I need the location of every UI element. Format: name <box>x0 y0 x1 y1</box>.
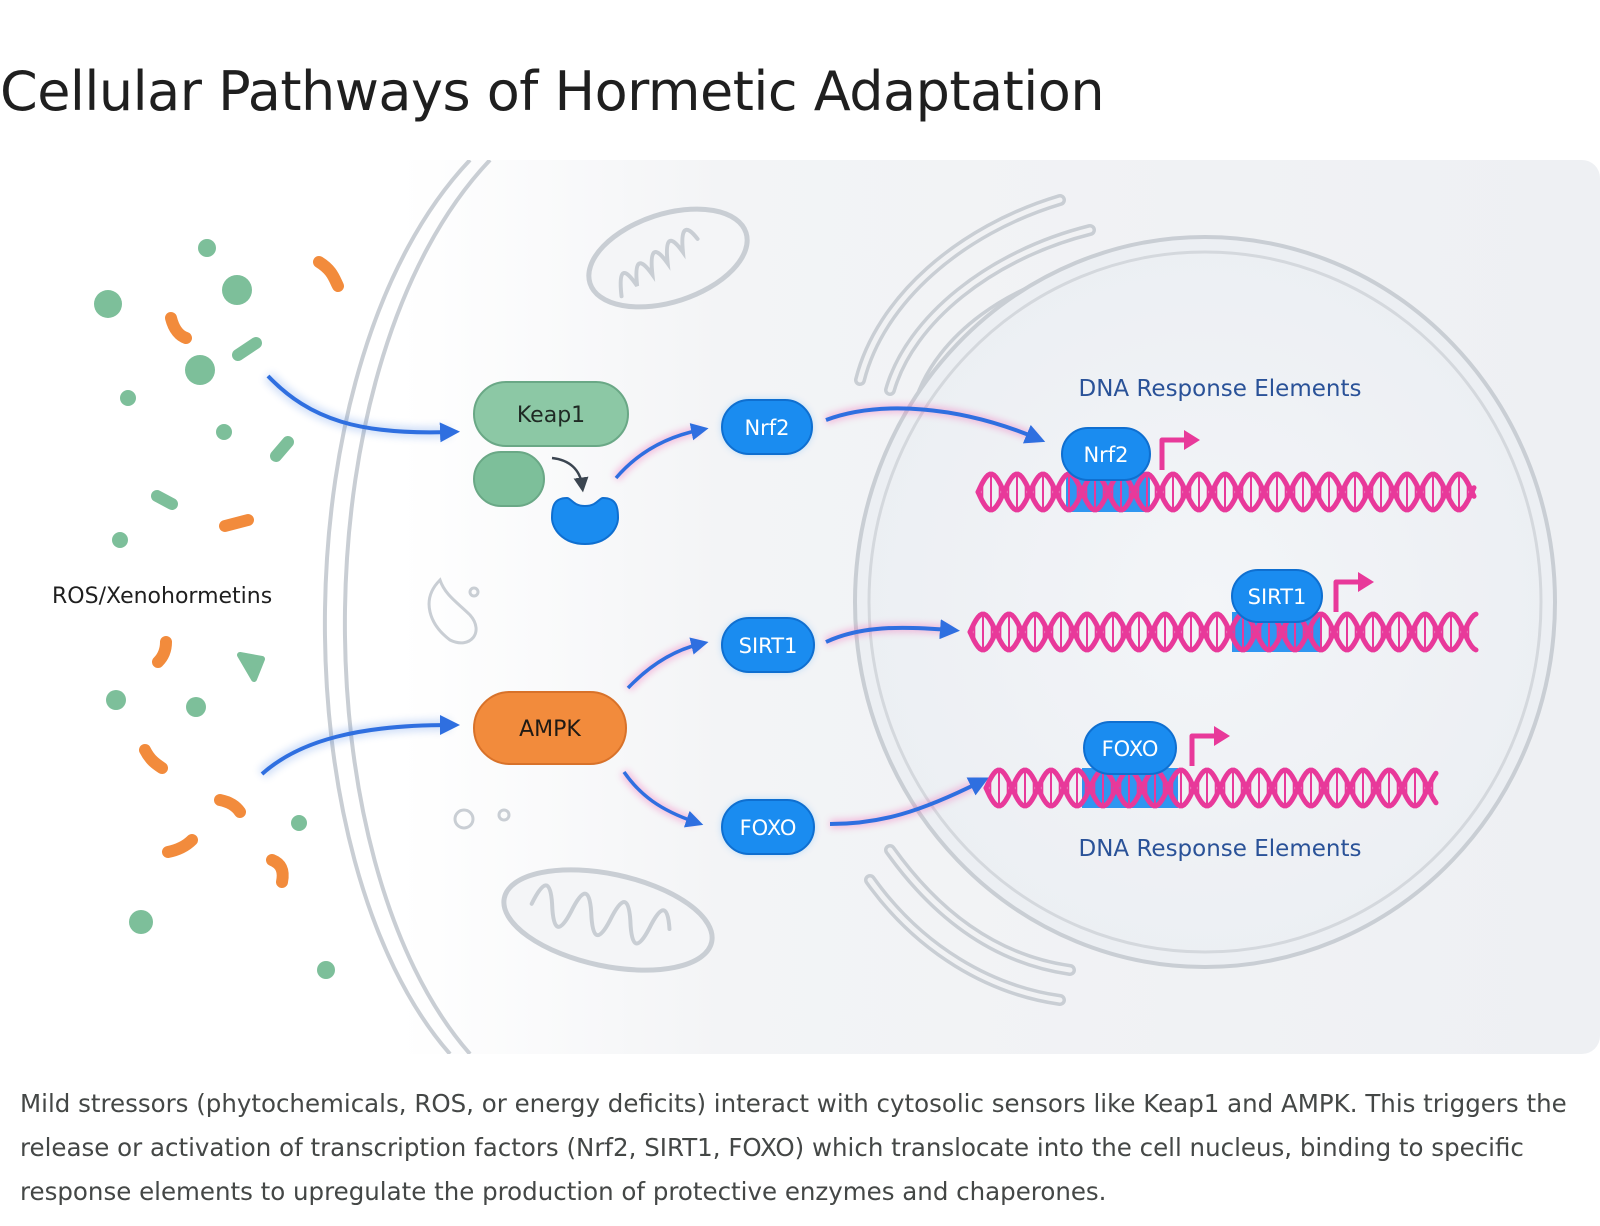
dna-response-elements-label-top: DNA Response Elements <box>1079 376 1362 402</box>
nrf2-factor: Nrf2 <box>721 399 813 455</box>
stressor-to-ampk-arrow <box>260 715 460 776</box>
pathway-diagram: Keap1 AMPK Nrf2 SIRT1 FOXO DNA Response <box>0 160 1600 1054</box>
bound-foxo-label: FOXO <box>1102 737 1159 761</box>
keap1-release-arrow <box>551 456 589 493</box>
ampk-to-foxo-arrow <box>622 771 704 828</box>
sirt1-to-dna-arrow <box>825 619 960 644</box>
foxo-to-dna-arrow <box>829 777 989 826</box>
stressor-molecules <box>94 239 344 979</box>
bound-nrf2-label: Nrf2 <box>1083 443 1128 467</box>
vesicle-icon <box>427 577 511 830</box>
cell-membrane <box>322 160 492 1054</box>
keap1-label: Keap1 <box>517 403 585 428</box>
ampk-label: AMPK <box>519 717 581 742</box>
ampk-sensor: AMPK <box>473 691 627 765</box>
keap1-to-nrf2-arrow <box>614 423 709 480</box>
stressor-to-keap1-arrow <box>266 374 460 443</box>
nrf2-to-dna-arrow <box>825 406 1046 444</box>
nrf2-label: Nrf2 <box>744 416 789 440</box>
sirt1-label: SIRT1 <box>739 634 798 658</box>
keap1-sensor: Keap1 <box>473 381 629 507</box>
bound-sirt1-label: SIRT1 <box>1248 585 1307 609</box>
bound-sirt1-factor: SIRT1 <box>1231 569 1323 623</box>
foxo-label: FOXO <box>740 816 797 840</box>
stressor-label: ROS/Xenohormetins <box>52 584 272 609</box>
ampk-to-sirt1-arrow <box>626 637 709 690</box>
bound-foxo-factor: FOXO <box>1083 721 1177 775</box>
figure-caption: Mild stressors (phytochemicals, ROS, or … <box>20 1089 1567 1206</box>
mitochondrion-icon <box>501 867 715 973</box>
mitochondrion-icon <box>586 206 750 310</box>
released-nrf2-icon <box>550 496 620 546</box>
bound-nrf2-factor: Nrf2 <box>1061 427 1151 481</box>
foxo-factor: FOXO <box>721 799 815 855</box>
stressor-molecule-icon <box>94 239 335 979</box>
sirt1-factor: SIRT1 <box>721 617 815 673</box>
transcription-start-arrow-icon <box>1333 579 1360 612</box>
dna-helix-icon <box>967 471 1479 809</box>
page-title: Cellular Pathways of Hormetic Adaptation <box>0 60 1105 123</box>
dna-response-elements-label-bottom: DNA Response Elements <box>1079 836 1362 862</box>
transcription-start-arrow-icon <box>1189 733 1216 766</box>
transcription-start-arrow-icon <box>1159 437 1186 470</box>
